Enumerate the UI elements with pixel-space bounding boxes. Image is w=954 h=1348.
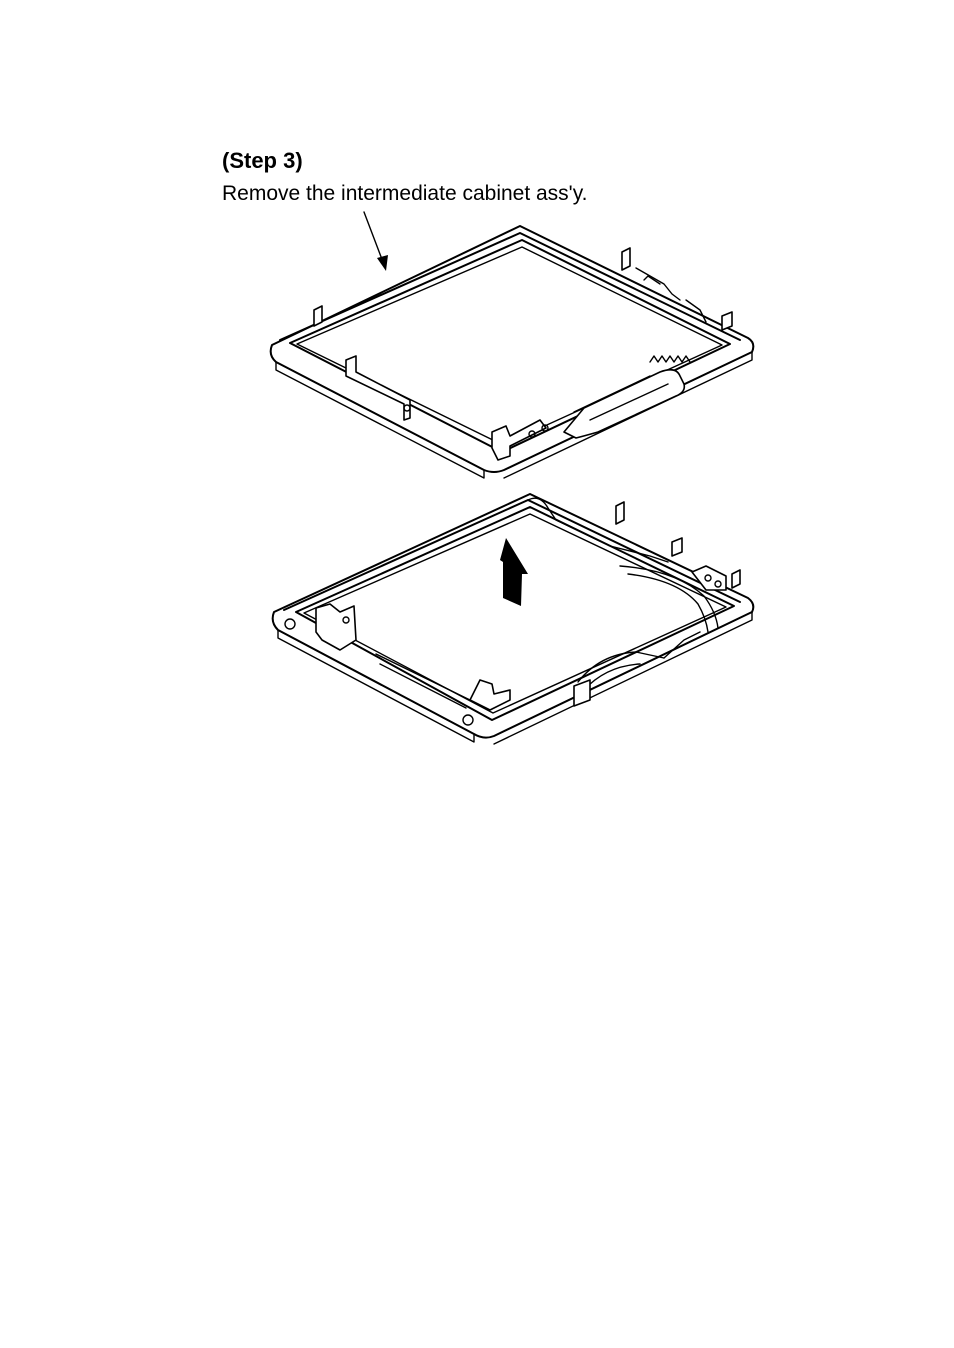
- leader-line-arrow: [364, 212, 388, 271]
- intermediate-cabinet-assembly-drawing: [271, 226, 754, 478]
- lower-cabinet-drawing: [273, 494, 754, 744]
- lift-up-arrow-icon: [500, 538, 528, 606]
